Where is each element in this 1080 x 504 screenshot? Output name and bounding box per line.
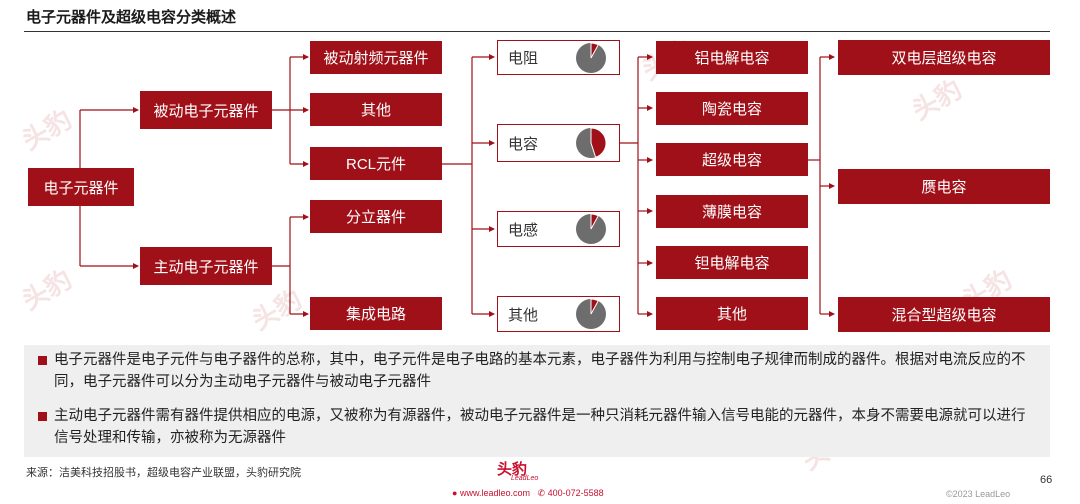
note-item: 电子元器件是电子元件与电子器件的总称，其中，电子元件是电子电路的基本元素，电子器…: [38, 349, 1034, 393]
node-cap-super: 超级电容: [656, 143, 808, 176]
node-cap-other: 其他: [656, 297, 808, 330]
share-pie: [576, 127, 607, 158]
node-rcl-other: 其他: [497, 296, 620, 332]
node-pseudocap: 赝电容: [838, 169, 1050, 204]
globe-icon: ●: [452, 488, 458, 498]
node-edlc: 双电层超级电容: [838, 40, 1050, 75]
notes-panel: 电子元器件是电子元件与电子器件的总称，其中，电子元件是电子电路的基本元素，电子器…: [24, 345, 1050, 457]
pie-slice: [590, 298, 599, 315]
pie-slice: [590, 213, 599, 230]
node-label: 电容: [508, 135, 539, 153]
pie-slice: [590, 41, 599, 58]
node-rcl: RCL元件: [310, 147, 442, 180]
node-active: 主动电子元器件: [140, 247, 272, 285]
node-resistor: 电阻: [497, 40, 620, 75]
page-title: 电子元器件及超级电容分类概述: [26, 9, 237, 26]
share-pie: [576, 41, 606, 73]
node-cap-film: 薄膜电容: [656, 195, 808, 228]
footer-contact: ● www.leadleo.com ✆ 400-072-5588: [452, 488, 604, 499]
node-passive-rf: 被动射频元器件: [310, 41, 442, 74]
phone-number: 400-072-5588: [547, 488, 604, 498]
logo-text: 头豹: [497, 461, 528, 478]
copyright: ©2023 LeadLeo: [946, 489, 1011, 499]
node-inductor: 电感: [497, 211, 620, 247]
page-number: 66: [1040, 474, 1053, 486]
node-ic: 集成电路: [310, 297, 442, 330]
node-label: 电阻: [508, 50, 539, 67]
node-capacitor: 电容: [497, 124, 620, 162]
node-discrete: 分立器件: [310, 200, 442, 233]
website-link[interactable]: www.leadleo.com: [459, 488, 530, 498]
node-hybrid: 混合型超级电容: [838, 297, 1050, 332]
pie-slice: [590, 127, 607, 158]
leadleo-logo: 头豹 LeadLeo: [497, 458, 538, 482]
node-root: 电子元器件: [28, 168, 134, 206]
share-pie: [576, 298, 606, 329]
title-divider: [24, 31, 1050, 32]
source-note: 来源：洁美科技招股书，超级电容产业联盟，头豹研究院: [26, 467, 301, 479]
bullet-square-icon: [38, 412, 47, 421]
node-passive-other: 其他: [310, 93, 442, 126]
note-text: 主动电子元器件需有器件提供相应的电源，又被称为有源器件，被动电子元器件是一种只消…: [54, 408, 1026, 446]
share-pie: [576, 213, 606, 244]
note-text: 电子元器件是电子元件与电子器件的总称，其中，电子元件是电子电路的基本元素，电子器…: [54, 352, 1026, 390]
bullet-square-icon: [38, 356, 47, 365]
note-item: 主动电子元器件需有器件提供相应的电源，又被称为有源器件，被动电子元器件是一种只消…: [38, 405, 1034, 449]
node-cap-ceramic: 陶瓷电容: [656, 92, 808, 125]
node-label: 其他: [508, 306, 539, 324]
node-passive: 被动电子元器件: [140, 91, 272, 129]
node-cap-aluminum: 铝电解电容: [656, 41, 808, 74]
logo-subtext: LeadLeo: [511, 475, 539, 482]
phone-icon: ✆: [537, 488, 546, 498]
node-label: 电感: [508, 221, 539, 239]
node-cap-tantalum: 钽电解电容: [656, 246, 808, 279]
connector-lines: [79, 54, 835, 317]
